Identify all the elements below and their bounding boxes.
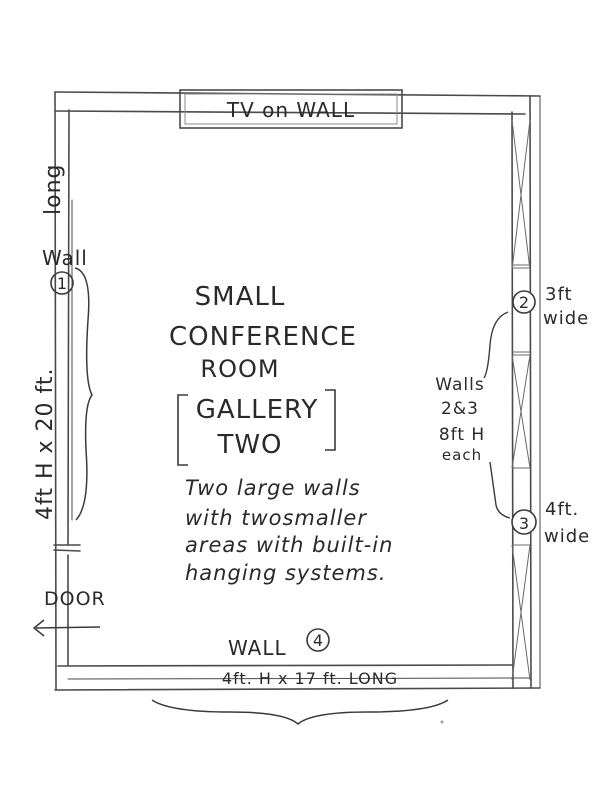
door-label: DOOR [44,588,106,610]
top-wall-inner [55,110,526,115]
left-wall-outer [54,91,57,691]
gallery-bracket-right [325,389,336,451]
gallery-name: GALLERY TWO [177,389,336,466]
wall-3-annotation: 3 4ft. wide [511,499,590,547]
description-line-2: with twosmaller [185,506,367,530]
description-line-3: areas with built-in [185,533,393,557]
walls-2-3-note-line-2: 2&3 [441,399,479,419]
wall-1-label: Wall [42,246,88,270]
wall-4-label: WALL [228,636,287,660]
wall-2-width-line-1: 3ft [545,284,573,305]
room-title-line-2: CONFERENCE [169,322,357,352]
gallery-bracket-left [177,394,188,466]
room-title: SMALL CONFERENCE ROOM [169,282,357,383]
bottom-wall-outer [54,687,541,691]
door-arrow-head [32,619,45,637]
wall-4-dimensions: 4ft. H x 17 ft. LONG [222,669,398,688]
wall-3-number-circle [511,509,537,535]
wall-3-width-line-1: 4ft. [545,499,579,520]
tv-box-inner [184,93,398,125]
left-wall-inner [67,109,70,546]
wall-2-annotation: 2 3ft wide [512,284,589,329]
walls-2-3-note-line-3: 8ft H [439,425,485,445]
wall-1-long-text: long [41,164,66,215]
walls-2-3-note-line-1: Walls [435,375,484,395]
wall-4-brace [151,699,449,726]
walls-2-3-note-line-4: each [442,446,482,464]
description-line-1: Two large walls [185,476,361,500]
wall-1-brace [74,267,93,521]
wall-4-number-circle [306,628,330,652]
gallery-line-2: TWO [216,430,282,460]
wall-2-number: 2 [519,293,529,312]
left-wall-end-mark [53,544,81,552]
walls-2-3-brace-top [483,311,509,379]
wall-2-width-line-2: wide [543,308,589,329]
wall-1-annotation: long 4ft H x 20 ft. Wall 1 [33,164,93,521]
wall-1-number-circle [50,271,74,295]
door-arrow-shaft [35,626,101,629]
right-wall-inner [511,111,514,689]
right-wall-outer [529,95,532,689]
tv-label: TV on WALL [226,98,355,122]
description-line-4: hanging systems. [185,561,387,585]
gallery-line-1: GALLERY [196,395,319,425]
wall-4-number: 4 [313,631,323,650]
description: Two large walls with twosmaller areas wi… [185,476,393,585]
wall-3-width-line-2: wide [544,526,590,547]
right-wall-hatching [511,119,531,681]
wall-4-annotation: WALL 4 4ft. H x 17 ft. LONG [151,628,449,726]
door-annotation: DOOR [32,588,106,637]
wall-1-dimensions: 4ft H x 20 ft. [33,368,58,521]
walls-2-3-note: Walls 2&3 8ft H each [435,311,511,519]
pencil-speck [440,720,444,724]
tv-box [179,89,403,129]
room-title-line-1: SMALL [195,282,286,312]
bottom-wall-inner [57,664,513,667]
wall-2-number-circle [512,290,536,314]
bottom-wall-strip [67,677,531,680]
room-outline [53,91,541,691]
room-title-line-3: ROOM [200,355,279,383]
tv-on-wall: TV on WALL [179,89,403,129]
walls-2-3-brace-bottom [489,461,511,519]
wall-3-number: 3 [519,514,529,533]
wall-1-number: 1 [57,274,67,293]
